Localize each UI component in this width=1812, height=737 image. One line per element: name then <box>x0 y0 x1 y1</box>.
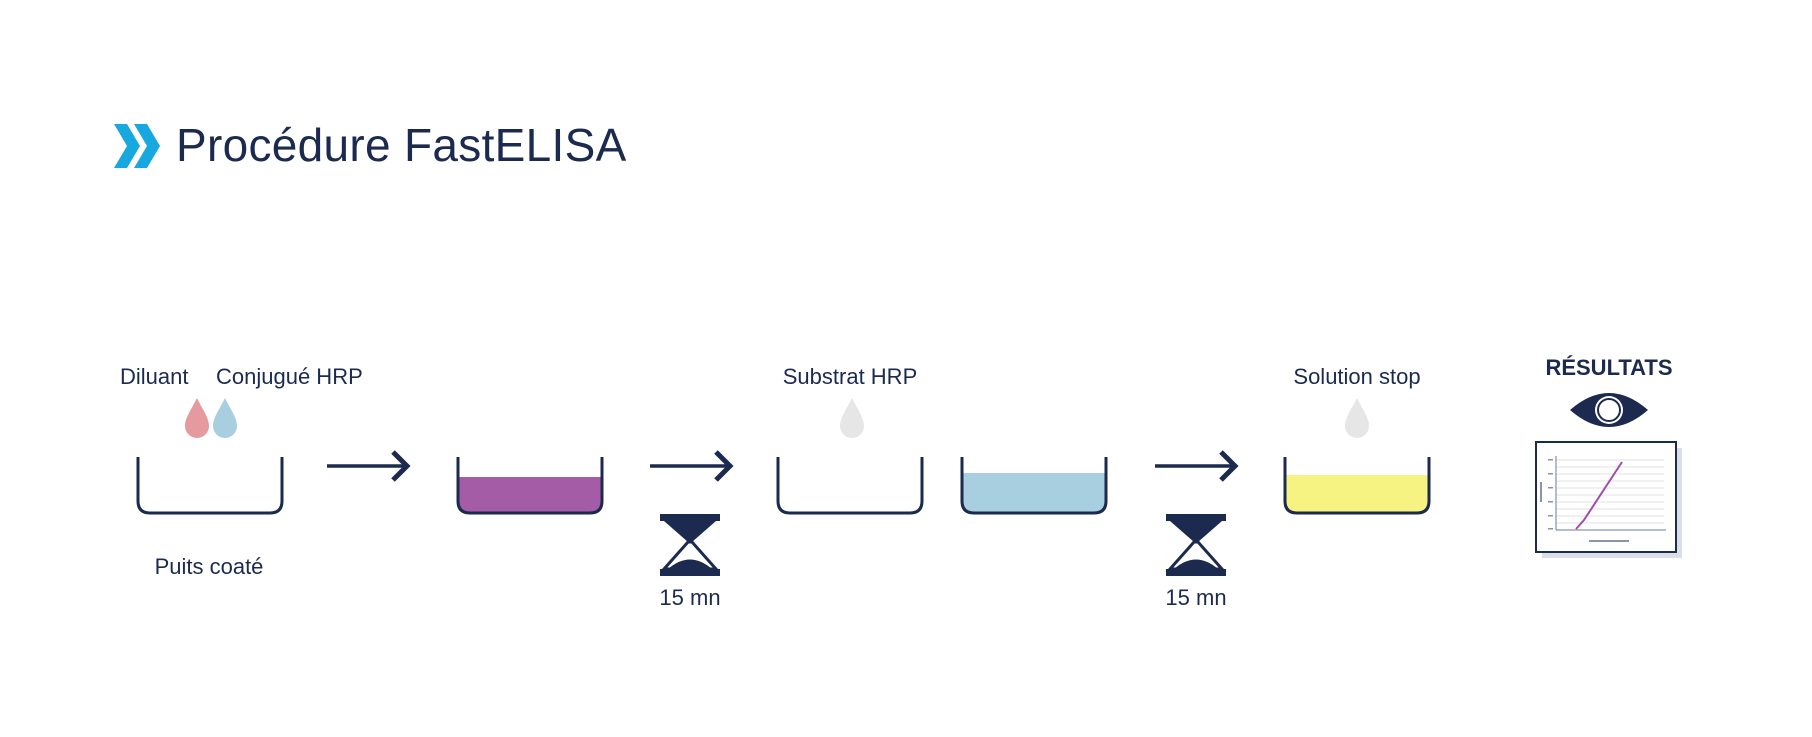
droplet-icon <box>185 398 209 438</box>
arrow-right-icon <box>1155 450 1239 482</box>
well-filled-yellow <box>1283 457 1431 515</box>
well-empty <box>776 457 924 515</box>
well-filled-purple <box>456 457 604 515</box>
reagent-label-diluant: Diluant <box>120 364 189 389</box>
hourglass-icon <box>1166 514 1226 576</box>
timer-label: 15 mn <box>1165 585 1227 610</box>
arrow-right-icon <box>327 450 411 482</box>
well-filled-blue <box>960 457 1108 515</box>
well-label: Puits coaté <box>154 554 264 579</box>
droplet-icon <box>1345 398 1369 438</box>
double-chevron-right-icon <box>114 124 160 168</box>
reagent-label-conjugue: Conjugué HRP <box>216 364 363 389</box>
arrow-right-icon <box>650 450 734 482</box>
droplet-icon <box>840 398 864 438</box>
hourglass-icon <box>660 514 720 576</box>
calibration-graph-icon <box>1535 441 1682 558</box>
droplet-icon <box>213 398 237 438</box>
page-title: Procédure FastELISA <box>176 119 627 171</box>
well-empty <box>136 457 284 515</box>
reagent-label-substrat: Substrat HRP <box>782 364 918 389</box>
timer-label: 15 mn <box>659 585 721 610</box>
results-label: RÉSULTATS <box>1545 355 1673 380</box>
reagent-label-stop: Solution stop <box>1293 364 1421 389</box>
eye-icon <box>1570 393 1648 427</box>
